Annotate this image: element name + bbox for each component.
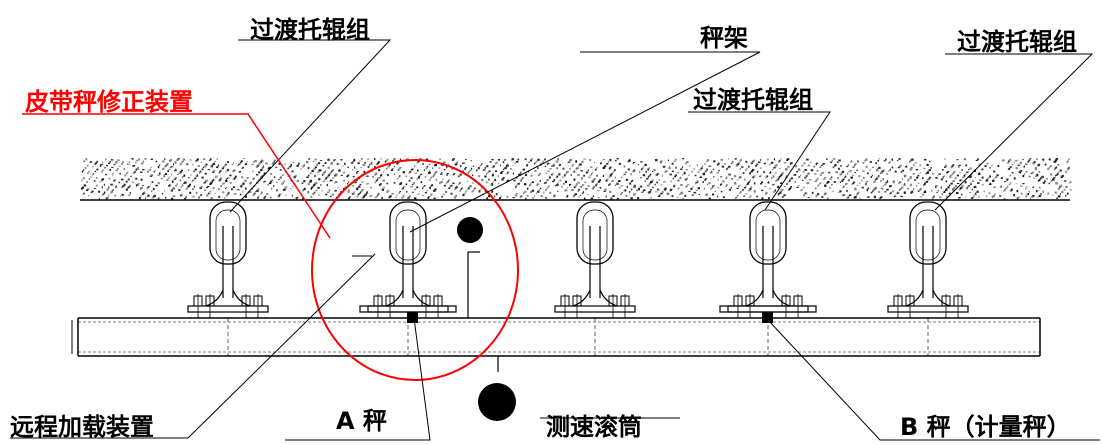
label-scale-a: A 秤	[336, 407, 387, 435]
load-cell-b	[762, 312, 773, 323]
remote-loading-device	[352, 217, 483, 318]
label-transition-idler-mid: 过渡托辊组	[693, 86, 813, 114]
correction-device-leader	[22, 113, 331, 239]
label-speed-drum: 测速滚筒	[546, 413, 642, 441]
material-layer	[80, 158, 1072, 200]
label-scale-frame: 秤架	[700, 24, 748, 52]
idler-group	[554, 201, 636, 356]
correction-device-circle	[311, 159, 519, 381]
idler-group	[887, 201, 969, 356]
label-scale-b: B 秤（计量秤）	[900, 413, 1071, 441]
idler-groups	[187, 201, 969, 356]
label-transition-idler-top-left: 过渡托辊组	[250, 16, 370, 44]
label-correction-device: 皮带秤修正装置	[25, 88, 193, 116]
label-transition-idler-top-right: 过渡托辊组	[957, 28, 1077, 56]
label-remote-loading-device: 远程加载装置	[10, 413, 154, 441]
speed-drum	[478, 356, 516, 421]
idler-group	[359, 201, 457, 356]
idler-group	[719, 201, 817, 356]
idler-group	[187, 201, 269, 356]
frame-beam	[71, 317, 1041, 357]
load-cell-a	[407, 312, 418, 323]
leader-lines	[10, 39, 1100, 441]
